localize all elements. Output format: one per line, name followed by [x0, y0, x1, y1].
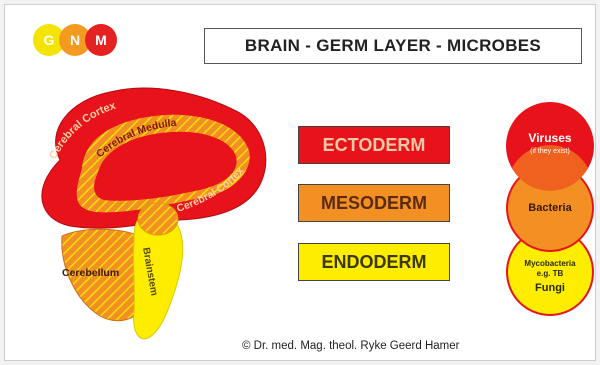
mesoderm-box: MESODERM [298, 184, 450, 222]
mesoderm-label: MESODERM [321, 193, 427, 214]
ectoderm-box: ECTODERM [298, 126, 450, 164]
midbrain-knob [138, 203, 178, 235]
label-mycobacteria: Mycobacteria [524, 259, 576, 268]
label-viruses-note: (if they exist) [530, 148, 570, 155]
copyright-footer: © Dr. med. Mag. theol. Ryke Geerd Hamer [242, 340, 459, 352]
endoderm-label: ENDODERM [321, 252, 426, 273]
label-cerebellum: Cerebellum [62, 267, 119, 279]
label-viruses: Viruses [528, 131, 571, 145]
ectoderm-label: ECTODERM [323, 135, 426, 156]
label-mycobacteria-example: e.g. TB [537, 269, 564, 278]
label-bacteria: Bacteria [528, 202, 572, 214]
label-fungi: Fungi [535, 282, 565, 294]
endoderm-box: ENDODERM [298, 243, 450, 281]
